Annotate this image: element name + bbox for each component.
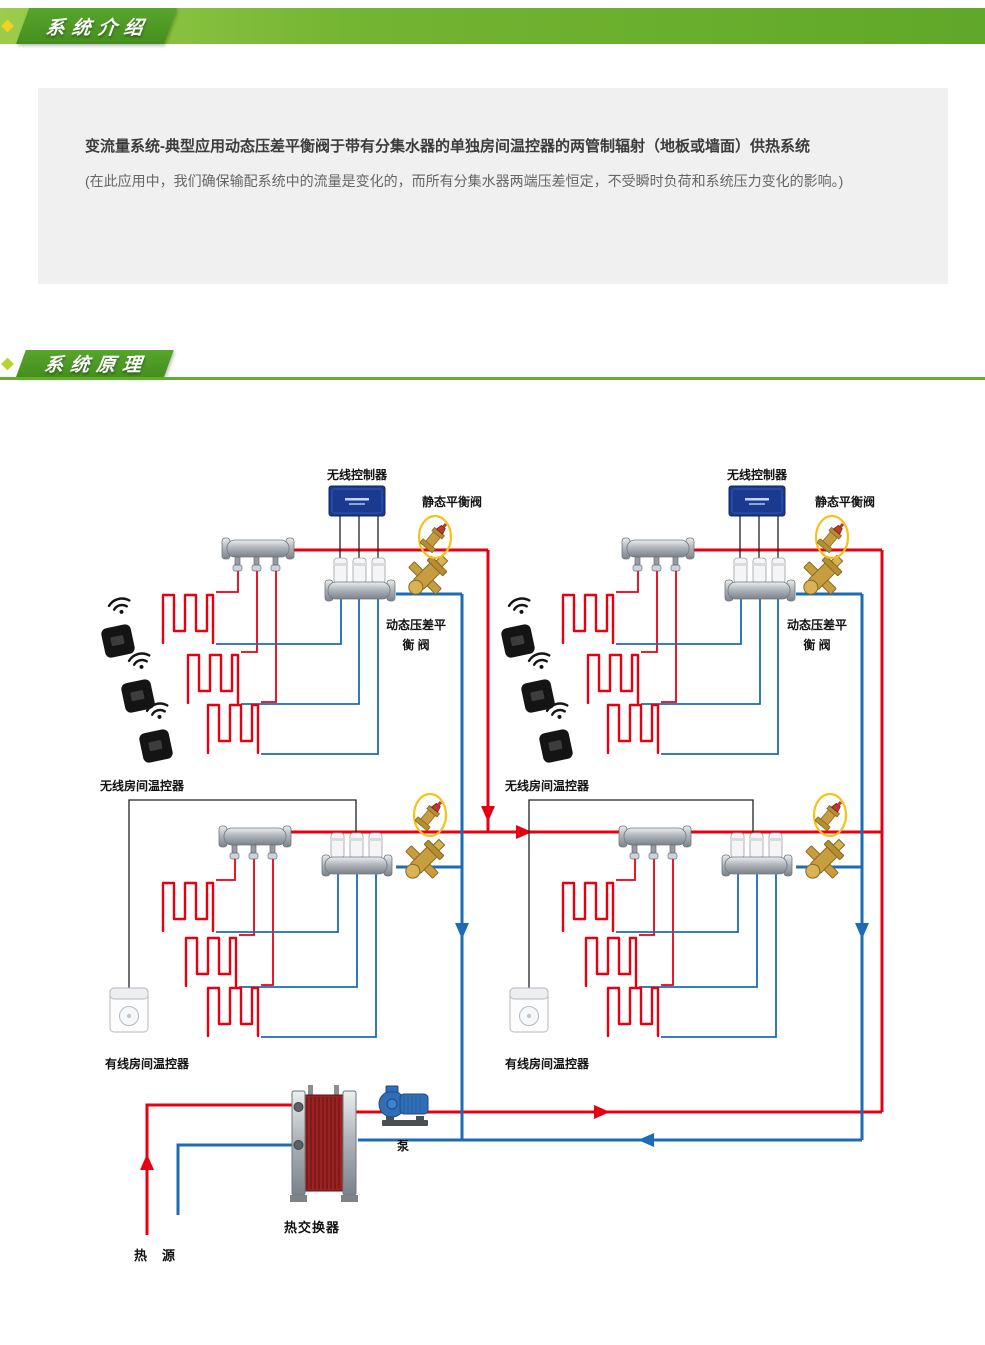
zone-bottom-right: 有线房间温控器	[505, 792, 856, 1071]
section-banner-principle: 系统原理	[0, 350, 985, 377]
floor-heating-coil	[184, 936, 238, 988]
static-valve-label: 静态平衡阀	[815, 494, 875, 509]
intro-title: 变流量系统-典型应用动态压差平衡阀于带有分集水器的单独房间温控器的两管制辐射（地…	[85, 138, 811, 155]
static-balancing-valve	[814, 514, 851, 560]
wifi-signal-icon	[106, 595, 134, 618]
wireless-controller	[328, 485, 386, 517]
arrow-down-return	[455, 923, 469, 939]
coil-return-branches	[216, 599, 779, 1038]
coil-supply-branches	[216, 571, 677, 986]
wireless-controller-label: 无线控制器	[726, 467, 788, 482]
wireless-thermostat	[538, 728, 574, 764]
wireless-controller-label: 无线控制器	[326, 467, 388, 482]
floor-heating-coil	[186, 653, 240, 705]
floor-heating-coil	[161, 593, 215, 645]
wireless-controller	[728, 485, 786, 517]
wifi-signal-icon	[506, 595, 534, 618]
wired-thermostat	[509, 987, 549, 1033]
banner-diamond-icon	[1, 357, 14, 370]
pump-label: 泵	[397, 1139, 409, 1153]
wireless-thermostat	[520, 678, 556, 714]
floor-heating-coil	[206, 703, 260, 755]
dynamic-valve-label: 衡 阀	[402, 637, 429, 652]
intro-banner-tag: 系统介绍	[16, 8, 178, 44]
dynamic-valve-label: 动态压差平	[787, 617, 847, 632]
wireless-thermostat	[120, 678, 156, 714]
wireless-thermostat	[138, 728, 174, 764]
section-divider-line	[0, 377, 985, 380]
floor-heating-coil	[606, 986, 660, 1038]
arrow-left-return	[638, 1133, 654, 1147]
wireless-thermostat-label: 无线房间温控器	[99, 778, 185, 793]
intro-body: (在此应用中，我们确保输配系统中的流量是变化的，而所有分集水器两端压差恒定，不受…	[85, 173, 844, 189]
dynamic-pressure-balancing-valve	[396, 544, 459, 607]
floor-heating-coil	[161, 881, 215, 933]
arrow-right-supply	[516, 825, 532, 839]
plant-room: 泵 热交换器 热 源	[134, 1084, 429, 1263]
supply-manifold	[618, 825, 692, 860]
floor-heating-coil	[606, 703, 660, 755]
heat-source-label: 热 源	[134, 1248, 176, 1263]
arrow-right-supply	[594, 1105, 610, 1119]
zone-top-right: 无线控制器 无线房间温控器 静态平衡阀 动态压差平 衡 阀	[500, 467, 875, 793]
static-valve-label: 静态平衡阀	[422, 494, 482, 509]
return-manifold-with-actuators	[721, 832, 793, 877]
pump	[378, 1085, 429, 1127]
wired-thermostat-label: 有线房间温控器	[105, 1056, 190, 1071]
thermostat-wire	[128, 799, 357, 988]
floor-heating-coil	[586, 653, 640, 705]
banner-diamond-icon	[1, 19, 14, 33]
supply-manifold	[221, 537, 295, 572]
schematic-svg: 无线控制器 无线房间温控器 静态平衡阀 动态压差平 衡 阀 无线控制器	[99, 467, 884, 1263]
wired-thermostat	[109, 987, 149, 1033]
wireless-thermostat	[500, 623, 536, 659]
return-manifold-with-actuators	[324, 557, 396, 602]
thermostat-wire	[528, 799, 754, 988]
wireless-thermostat-label: 无线房间温控器	[504, 778, 590, 793]
intro-banner-label: 系统介绍	[43, 17, 156, 39]
heat-exchanger-label: 热交换器	[284, 1220, 340, 1235]
wifi-signal-icon	[526, 650, 554, 673]
controller-wires	[339, 516, 379, 558]
wifi-signal-icon	[126, 650, 154, 673]
controller-wires	[739, 516, 779, 558]
arrow-down-return	[855, 923, 869, 939]
floor-heating-coil	[561, 593, 615, 645]
floor-heating-coil	[206, 986, 260, 1038]
heat-exchanger	[289, 1084, 359, 1203]
zone-top-left: 无线控制器 无线房间温控器 静态平衡阀 动态压差平 衡 阀	[99, 467, 482, 793]
principle-banner-tag: 系统原理	[16, 350, 174, 377]
wired-thermostat-label: 有线房间温控器	[505, 1056, 590, 1071]
dynamic-pressure-balancing-valve	[793, 828, 856, 891]
flow-arrows	[140, 806, 869, 1170]
floor-heating-coil	[561, 881, 615, 933]
supply-pipes	[145, 548, 884, 1235]
supply-manifold	[621, 537, 695, 572]
floor-heating-coil	[584, 936, 638, 988]
return-manifold-with-actuators	[724, 557, 796, 602]
arrow-down-supply	[481, 806, 495, 822]
supply-manifold	[218, 825, 292, 860]
return-manifold-with-actuators	[321, 832, 393, 877]
dynamic-valve-label: 动态压差平	[386, 617, 446, 632]
system-schematic: 无线控制器 无线房间温控器 静态平衡阀 动态压差平 衡 阀 无线控制器	[0, 400, 985, 1300]
dynamic-pressure-balancing-valve	[393, 828, 456, 891]
intro-box: 变流量系统-典型应用动态压差平衡阀于带有分集水器的单独房间温控器的两管制辐射（地…	[38, 88, 948, 284]
static-balancing-valve	[812, 792, 849, 838]
wireless-thermostat	[100, 623, 136, 659]
section-banner-intro: 系统介绍	[0, 8, 985, 44]
principle-banner-label: 系统原理	[41, 355, 154, 376]
static-balancing-valve	[412, 792, 449, 838]
dynamic-valve-label: 衡 阀	[803, 637, 830, 652]
zone-bottom-left: 有线房间温控器	[105, 792, 456, 1071]
arrow-up-supply	[140, 1154, 154, 1170]
static-balancing-valve	[417, 514, 454, 560]
